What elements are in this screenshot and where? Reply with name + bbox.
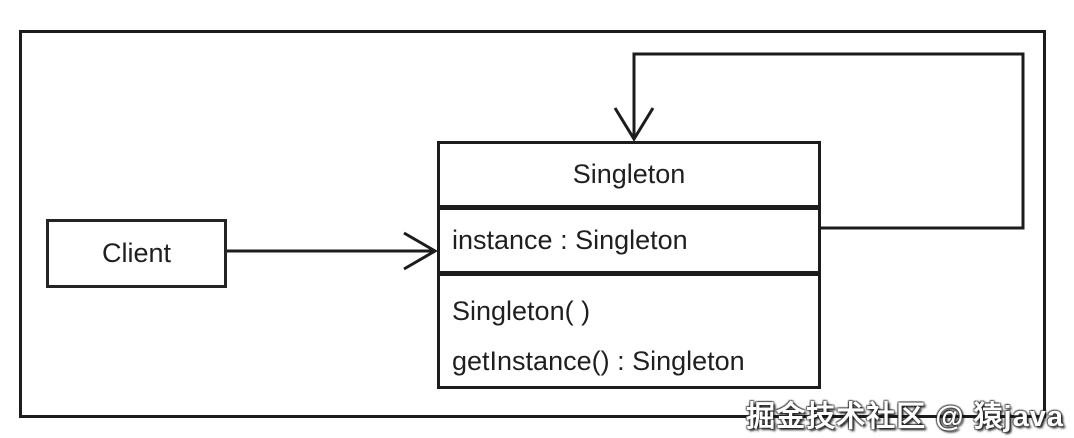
client-class-box: Client: [46, 219, 227, 288]
singleton-attribute-instance: instance : Singleton: [452, 224, 688, 255]
watermark: 掘金技术社区 @ 猿java: [746, 401, 1064, 433]
client-class-label: Client: [101, 238, 172, 268]
singleton-class-title: Singleton: [440, 144, 818, 210]
arrowhead-down-icon: [613, 107, 655, 142]
singleton-attributes-compartment: instance : Singleton: [440, 210, 818, 276]
outer-frame: [19, 30, 1046, 418]
singleton-methods-compartment: Singleton( ) getInstance() : Singleton: [440, 276, 818, 386]
association-arrow: [227, 231, 438, 271]
arrowhead-right-icon: [403, 231, 438, 271]
singleton-class-box: Singleton instance : Singleton Singleton…: [437, 141, 821, 389]
singleton-method-constructor: Singleton( ): [452, 296, 591, 326]
singleton-method-getinstance: getInstance() : Singleton: [452, 346, 745, 376]
self-association-arrow: [613, 52, 1025, 230]
